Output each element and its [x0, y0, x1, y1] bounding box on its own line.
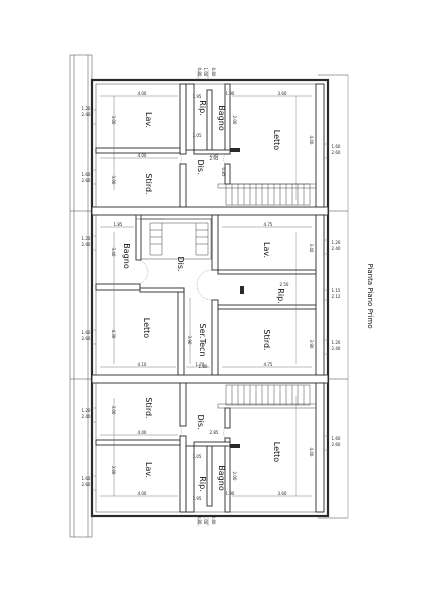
- dim-mid-h-sertecn: 3.90: [187, 336, 192, 345]
- dim-mid-w-letto: 4.10: [138, 362, 147, 367]
- dim-win-sill-2: 2.60: [82, 178, 91, 183]
- dim-mid-rip-e: 1.80: [199, 364, 208, 369]
- dim-win-h-1: 1.20: [82, 106, 91, 111]
- dim-win-h-8: 1.20: [332, 240, 341, 245]
- dim-top-door-h: 0.80: [197, 68, 202, 77]
- room-label-mid-stired: Stird.: [262, 329, 271, 350]
- dim-bot-w-letto: 3.60: [278, 491, 287, 496]
- bottom-unit-walls: [95, 382, 325, 513]
- dim-top-c: 2.95: [210, 156, 219, 161]
- dim-top-w-lav: 4.00: [138, 91, 147, 96]
- dim-mid-h-bagno: 3.40: [111, 248, 116, 257]
- room-label-top-lav: Lav.: [144, 112, 153, 128]
- room-label-bot-stired: Stird.: [144, 397, 153, 418]
- dim-win-h-2: 1.60: [82, 172, 91, 177]
- dim-win-sill-3: 2.40: [82, 242, 91, 247]
- dim-mid-w-sertecn: 1.70: [196, 362, 205, 367]
- dim-bot-door-h3: 0.80: [211, 516, 216, 525]
- room-label-mid-disimp: Dis.: [176, 256, 185, 271]
- dim-mid-w-stired: 4.75: [264, 362, 273, 367]
- room-label-mid-rip: Rip.: [276, 288, 285, 303]
- room-label-bot-disimp: Dis.: [196, 414, 205, 429]
- dim-win-h-6: 1.60: [82, 476, 91, 481]
- room-label-top-letto: Letto: [272, 130, 281, 151]
- dim-bot-bagno-h: 2.00: [232, 472, 237, 481]
- room-label-bot-rip: Rip.: [198, 476, 207, 491]
- dim-win-sill-11: 2.60: [332, 442, 341, 447]
- dim-top-door-h2: 1.00: [203, 68, 208, 77]
- dim-win-sill-9: 2.12: [332, 294, 341, 299]
- dim-top-w-letto: 3.60: [278, 91, 287, 96]
- top-stairs: [225, 183, 311, 206]
- room-label-top-rip: Rip.: [198, 100, 207, 115]
- dim-win-sill-4: 2.60: [82, 336, 91, 341]
- dim-top-w-rip: 1.90: [226, 91, 235, 96]
- dim-bot-h-lav: 3.00: [111, 466, 116, 475]
- mid-unit-walls: [95, 214, 325, 376]
- dim-bot-door-h: 0.80: [197, 516, 202, 525]
- dim-mid-rip-w: 2.50: [280, 282, 289, 287]
- dim-win-sill-10: 2.40: [332, 346, 341, 351]
- dim-mid-w-bagno: 1.85: [114, 222, 123, 227]
- dim-bot-w-lav: 4.00: [138, 491, 147, 496]
- drawing-title: Pianta Piano Primo: [366, 263, 374, 328]
- dim-bot-w-stired: 4.00: [138, 430, 147, 435]
- room-label-top-disimp: Dis.: [196, 159, 205, 174]
- dim-bot-bagno-w: 1.95: [193, 496, 202, 501]
- doors: [135, 153, 226, 439]
- dim-mid-h-stired: 3.90: [309, 340, 314, 349]
- room-label-top-bagno: Bagno: [217, 105, 226, 131]
- dimension-lines: [100, 95, 312, 497]
- room-label-mid-letto: Letto: [142, 318, 151, 339]
- dim-mid-h-lav: 3.40: [309, 244, 314, 253]
- dim-top-door-h3: 0.80: [211, 68, 216, 77]
- dim-top-bagno-w: 1.95: [193, 94, 202, 99]
- windows: [92, 70, 328, 526]
- dim-win-h-7: 1.60: [332, 144, 341, 149]
- dim-top-h-letto: 4.00: [309, 136, 314, 145]
- right-balcony: [318, 74, 349, 519]
- dim-win-sill-6: 2.60: [82, 482, 91, 487]
- dim-top-rip-h: 1.05: [193, 133, 202, 138]
- dim-bot-d-disimp: 2.85: [210, 430, 219, 435]
- dim-win-h-10: 1.20: [332, 340, 341, 345]
- dim-top-b: 0.85: [221, 168, 226, 177]
- dim-mid-h-letto: 4.30: [111, 330, 116, 339]
- room-label-bot-lav: Lav.: [144, 462, 153, 478]
- dim-win-h-5: 1.20: [82, 408, 91, 413]
- dim-win-h-3: 1.20: [82, 236, 91, 241]
- dim-win-h-4: 1.60: [82, 330, 91, 335]
- dim-bot-w-rip: 1.90: [226, 491, 235, 496]
- mid-stairs: [140, 218, 212, 260]
- dim-bot-door-h2: 1.00: [203, 516, 208, 525]
- room-label-bot-bagno: Bagno: [217, 465, 226, 491]
- unit-separation-walls: [70, 206, 348, 384]
- dim-win-sill-7: 2.60: [332, 150, 341, 155]
- dim-mid-w-lav: 4.75: [264, 222, 273, 227]
- dim-win-sill-5: 2.40: [82, 414, 91, 419]
- room-label-mid-lav: Lav.: [262, 242, 271, 258]
- dim-top-h-lav: 3.00: [111, 116, 116, 125]
- dim-top-d-disimp: 2.85: [210, 153, 219, 158]
- dim-win-h-11: 1.60: [332, 436, 341, 441]
- bottom-stairs: [225, 384, 311, 406]
- room-label-mid-bagno: Bagno: [122, 243, 131, 269]
- room-label-top-stired: Stird.: [144, 173, 153, 194]
- dim-top-w-stired: 4.00: [138, 153, 147, 158]
- left-balcony: [69, 54, 93, 538]
- dim-bot-rip-h: 1.05: [193, 454, 202, 459]
- dim-top-bagno-h: 2.00: [232, 116, 237, 125]
- dim-top-h-stired: 3.00: [111, 176, 116, 185]
- dim-bot-h-stired: 3.00: [111, 406, 116, 415]
- dim-win-h-9: 1.15: [332, 288, 341, 293]
- dim-bot-h-letto: 4.00: [309, 448, 314, 457]
- top-unit-walls: [95, 83, 325, 208]
- room-label-mid-sertecn: Ser.Tecn: [198, 323, 207, 356]
- dim-win-sill-8: 2.40: [332, 246, 341, 251]
- dim-win-sill-1: 2.40: [82, 112, 91, 117]
- room-label-bot-letto: Letto: [272, 442, 281, 463]
